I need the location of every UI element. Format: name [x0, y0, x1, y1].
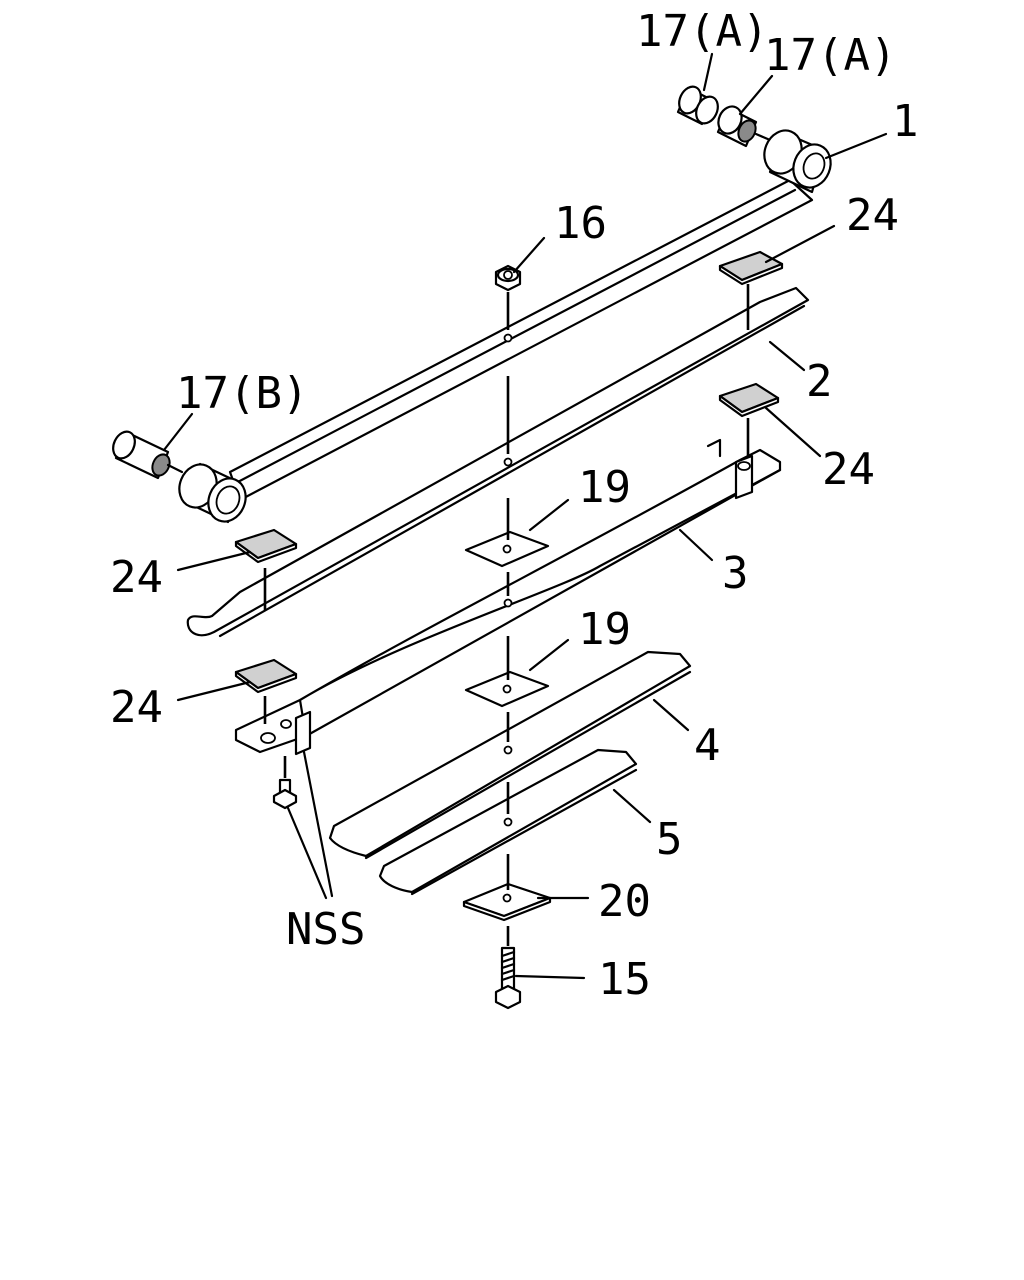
- spacer-20: [462, 882, 552, 922]
- callout-nss: NSS: [286, 904, 365, 955]
- callout-5: 5: [656, 814, 683, 865]
- nss-bolt: [272, 778, 298, 810]
- callout-19-lower: 19: [578, 604, 631, 655]
- callout-19-upper: 19: [578, 462, 631, 513]
- callout-2: 2: [806, 356, 833, 407]
- bushing-17a-left: [676, 85, 719, 126]
- callout-17a-left: 17(A): [636, 6, 768, 57]
- leaf-3: [234, 438, 782, 756]
- callout-1: 1: [892, 96, 919, 147]
- pad-24-low-left: [234, 658, 298, 694]
- callout-17a-right: 17(A): [764, 30, 896, 81]
- callout-labels: 17(A) 17(A) 1 16 24 17(B) 2 24 19 24 3 1…: [110, 6, 919, 1005]
- callout-16: 16: [554, 198, 607, 249]
- callout-24-mid-left: 24: [110, 552, 163, 603]
- leader-lines: [162, 52, 888, 980]
- callout-24-low-left: 24: [110, 682, 163, 733]
- callout-20: 20: [598, 876, 651, 927]
- callout-24-mid-right: 24: [822, 444, 875, 495]
- callout-17b: 17(B): [176, 368, 308, 419]
- bushing-17a-right: [716, 105, 772, 148]
- leaf-5: [378, 748, 638, 896]
- bolt-15: [494, 946, 522, 1010]
- callout-15: 15: [598, 954, 651, 1005]
- leaf-2: [186, 286, 810, 638]
- spacer-19-upper: [464, 530, 550, 568]
- callout-24-top-right: 24: [846, 190, 899, 241]
- spacer-19-lower: [464, 670, 550, 708]
- callout-3: 3: [722, 548, 749, 599]
- center-axis: [263, 284, 750, 946]
- pad-24-mid-right: [718, 382, 780, 418]
- main-leaf-1: [178, 129, 832, 524]
- pad-24-top-right: [718, 250, 784, 286]
- callout-4: 4: [694, 720, 721, 771]
- bushing-17b: [112, 430, 184, 480]
- leaf-4: [328, 650, 692, 860]
- pad-24-mid-left: [234, 528, 298, 564]
